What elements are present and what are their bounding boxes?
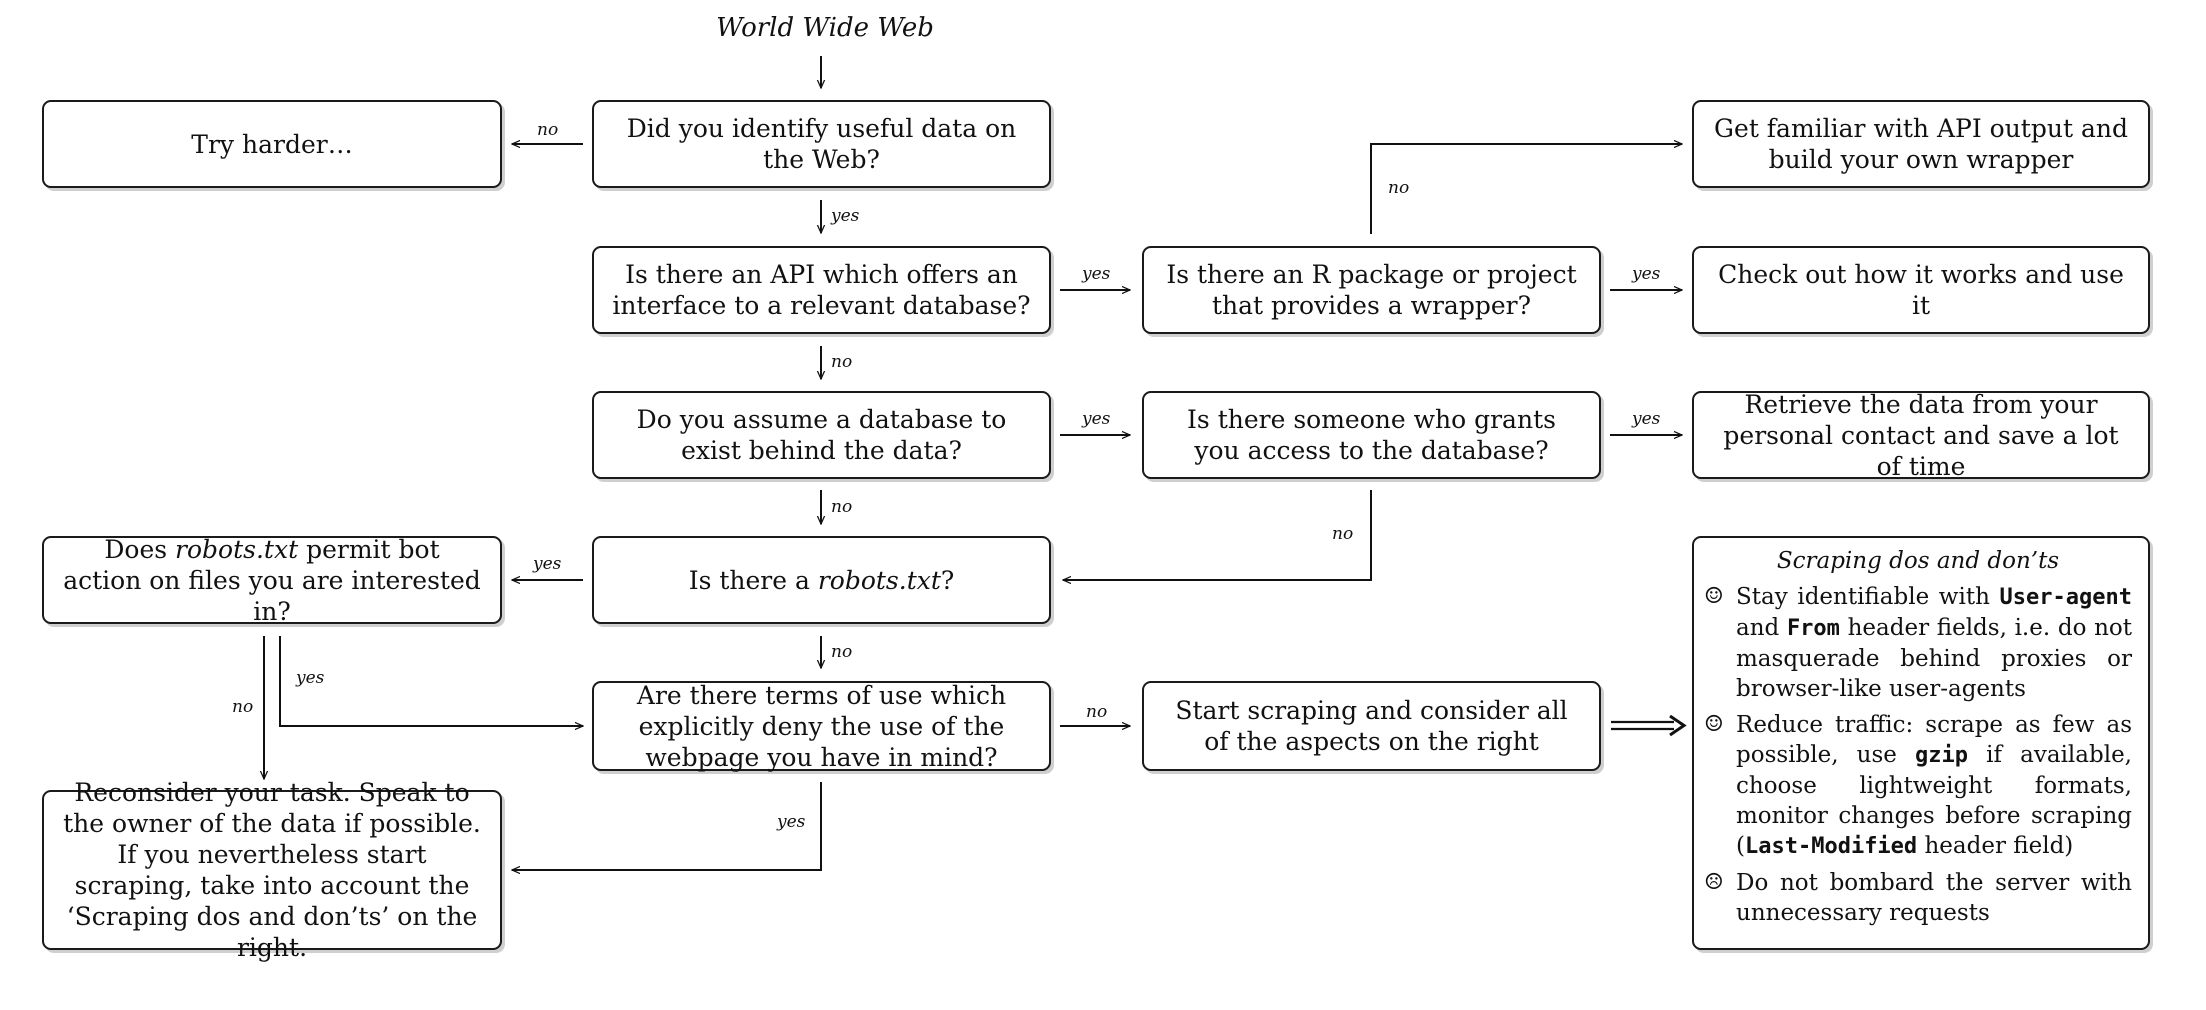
tip-text: Do not bombard the server with unnecessa… bbox=[1736, 870, 2132, 926]
node-retrieve-data-text: Retrieve the data from your personal con… bbox=[1723, 389, 2119, 481]
node-api-question: Is there an API which offers an interfac… bbox=[592, 246, 1051, 334]
label-permit-yes: yes bbox=[296, 668, 325, 688]
arrow-terms-yes bbox=[512, 782, 822, 870]
frowny-icon: ☹ bbox=[1704, 870, 1724, 895]
label-rpkg-no: no bbox=[1388, 178, 1410, 198]
label-identify-no: no bbox=[537, 120, 559, 140]
smiley-icon: ☺ bbox=[1704, 712, 1724, 737]
tip-text: Stay identifiable with User-agent and Fr… bbox=[1736, 584, 2132, 702]
node-robots-exists-text: Is there a robots.txt? bbox=[688, 565, 955, 595]
label-terms-yes: yes bbox=[777, 812, 806, 832]
tip-item: ☺ Stay identifiable with User-agent and … bbox=[1704, 582, 2132, 704]
label-grants-no: no bbox=[1332, 524, 1354, 544]
node-identify-data: Did you identify useful data on the Web? bbox=[592, 100, 1051, 188]
label-grants-yes: yes bbox=[1632, 409, 1661, 429]
node-api-question-text: Is there an API which offers an interfac… bbox=[612, 260, 1031, 320]
node-identify-data-text: Did you identify useful data on the Web? bbox=[626, 114, 1017, 174]
node-build-wrapper: Get familiar with API output and build y… bbox=[1692, 100, 2150, 188]
node-reconsider-task-text: Reconsider your task. Speak to the owner… bbox=[63, 778, 481, 962]
label-identify-yes: yes bbox=[831, 206, 860, 226]
label-api-yes: yes bbox=[1082, 264, 1111, 284]
scraping-dos-and-donts-panel: Scraping dos and don’ts ☺ Stay identifia… bbox=[1692, 536, 2150, 950]
tips-title: Scraping dos and don’ts bbox=[1776, 548, 2060, 574]
node-terms-of-use: Are there terms of use which explicitly … bbox=[592, 680, 1051, 772]
node-r-package-question: Is there an R package or project that pr… bbox=[1142, 246, 1601, 334]
arrow-rpkg-no bbox=[1370, 144, 1682, 234]
node-check-out-text: Check out how it works and use it bbox=[1718, 260, 2124, 320]
node-robots-exists: Is there a robots.txt? bbox=[592, 536, 1051, 624]
node-grants-access-text: Is there someone who grants you access t… bbox=[1187, 405, 1556, 465]
node-start-scraping-text: Start scraping and consider all of the a… bbox=[1175, 696, 1568, 756]
label-robots-yes: yes bbox=[533, 554, 562, 574]
node-robots-permit: Does robots.txt permit bot action on fil… bbox=[42, 534, 502, 626]
node-try-harder: Try harder… bbox=[42, 100, 502, 188]
label-terms-no: no bbox=[1086, 702, 1108, 722]
label-robots-no: no bbox=[831, 642, 853, 662]
double-arrow-to-tips bbox=[1611, 714, 1687, 737]
arrow-grants-no bbox=[1063, 490, 1372, 580]
smiley-icon: ☺ bbox=[1704, 584, 1724, 609]
tip-text: Reduce traffic: scrape as few as possibl… bbox=[1736, 712, 2132, 859]
tip-item: ☹ Do not bombard the server with unneces… bbox=[1704, 868, 2132, 928]
node-check-out: Check out how it works and use it bbox=[1692, 246, 2150, 334]
node-reconsider-task: Reconsider your task. Speak to the owner… bbox=[42, 778, 502, 962]
label-api-no: no bbox=[831, 352, 853, 372]
node-robots-permit-text: Does robots.txt permit bot action on fil… bbox=[63, 534, 481, 626]
node-r-package-question-text: Is there an R package or project that pr… bbox=[1166, 260, 1577, 320]
node-assume-database: Do you assume a database to exist behind… bbox=[592, 391, 1051, 479]
label-permit-no: no bbox=[232, 697, 254, 717]
tip-item: ☺ Reduce traffic: scrape as few as possi… bbox=[1704, 710, 2132, 862]
node-terms-of-use-text: Are there terms of use which explicitly … bbox=[636, 680, 1007, 772]
label-assume-yes: yes bbox=[1082, 409, 1111, 429]
node-retrieve-data: Retrieve the data from your personal con… bbox=[1692, 389, 2150, 481]
node-start-scraping: Start scraping and consider all of the a… bbox=[1142, 681, 1601, 771]
node-grants-access: Is there someone who grants you access t… bbox=[1142, 391, 1601, 479]
arrow-permit-yes bbox=[279, 636, 583, 726]
node-build-wrapper-text: Get familiar with API output and build y… bbox=[1714, 114, 2128, 174]
node-try-harder-text: Try harder… bbox=[191, 129, 353, 159]
label-assume-no: no bbox=[831, 497, 853, 517]
start-label: World Wide Web bbox=[716, 13, 934, 43]
label-rpkg-yes: yes bbox=[1632, 264, 1661, 284]
node-assume-database-text: Do you assume a database to exist behind… bbox=[636, 405, 1007, 465]
